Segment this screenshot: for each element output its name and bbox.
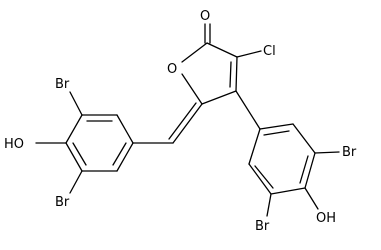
left-ring-bond-6 bbox=[116, 142, 134, 172]
right-ring-bond-5 bbox=[248, 163, 272, 195]
bond-c5-o1 bbox=[181, 73, 203, 105]
carbonyl-group bbox=[204, 23, 211, 44]
right-ring-inner-1 bbox=[263, 130, 290, 136]
right-ring-bond-3 bbox=[304, 152, 316, 189]
right-ring-bond-2 bbox=[292, 123, 316, 154]
left-ring-inner-3 bbox=[112, 142, 127, 166]
ring-oxygen-label: O bbox=[167, 62, 177, 77]
right-hydroxy-label: OH bbox=[316, 211, 336, 226]
left-bromine-top-label: Br bbox=[55, 77, 70, 92]
left-bromine-bottom-label: Br bbox=[55, 195, 70, 210]
bond-c5-ch bbox=[172, 103, 203, 144]
left-ring-inner-2 bbox=[72, 142, 87, 166]
chlorine-label: Cl bbox=[263, 44, 276, 59]
bond-c4-c5 bbox=[201, 90, 237, 105]
left-ring-bond-4 bbox=[65, 142, 83, 172]
bond-o1-c2 bbox=[181, 42, 208, 63]
bond-right-br-bottom bbox=[266, 193, 272, 217]
right-ring-inner-2 bbox=[299, 155, 309, 184]
left-ring-bond-3 bbox=[65, 114, 83, 144]
bond-c3-c4-inner bbox=[229, 61, 232, 88]
right-ring-bond-6 bbox=[248, 128, 261, 165]
left-phenyl-ring bbox=[65, 114, 134, 172]
right-bromine-bottom-label: Br bbox=[255, 219, 270, 234]
left-hydroxy-label: HO bbox=[4, 137, 24, 152]
bond-c3-c4 bbox=[235, 56, 238, 92]
bond-left-br-bottom bbox=[69, 170, 83, 194]
left-ring-bond-1 bbox=[116, 114, 134, 144]
right-ring-inner-3 bbox=[254, 165, 274, 189]
right-bromine-top-label: Br bbox=[342, 145, 357, 160]
right-phenyl-ring bbox=[248, 123, 316, 195]
right-ring-bond-4 bbox=[270, 187, 306, 195]
furanone-ring bbox=[181, 42, 238, 105]
bond-left-br-top bbox=[69, 91, 83, 116]
bond-right-br-top bbox=[314, 151, 340, 154]
bond-c3-cl bbox=[236, 50, 262, 58]
bond-c2-c3 bbox=[206, 42, 238, 58]
bond-c4-aryl bbox=[235, 90, 261, 130]
bond-right-oh bbox=[304, 187, 319, 210]
exocyclic-alkene bbox=[132, 102, 203, 144]
bond-c5-ch-inner bbox=[168, 102, 197, 140]
right-ring-bond-1 bbox=[259, 123, 294, 130]
carbonyl-oxygen-label: O bbox=[200, 9, 210, 24]
